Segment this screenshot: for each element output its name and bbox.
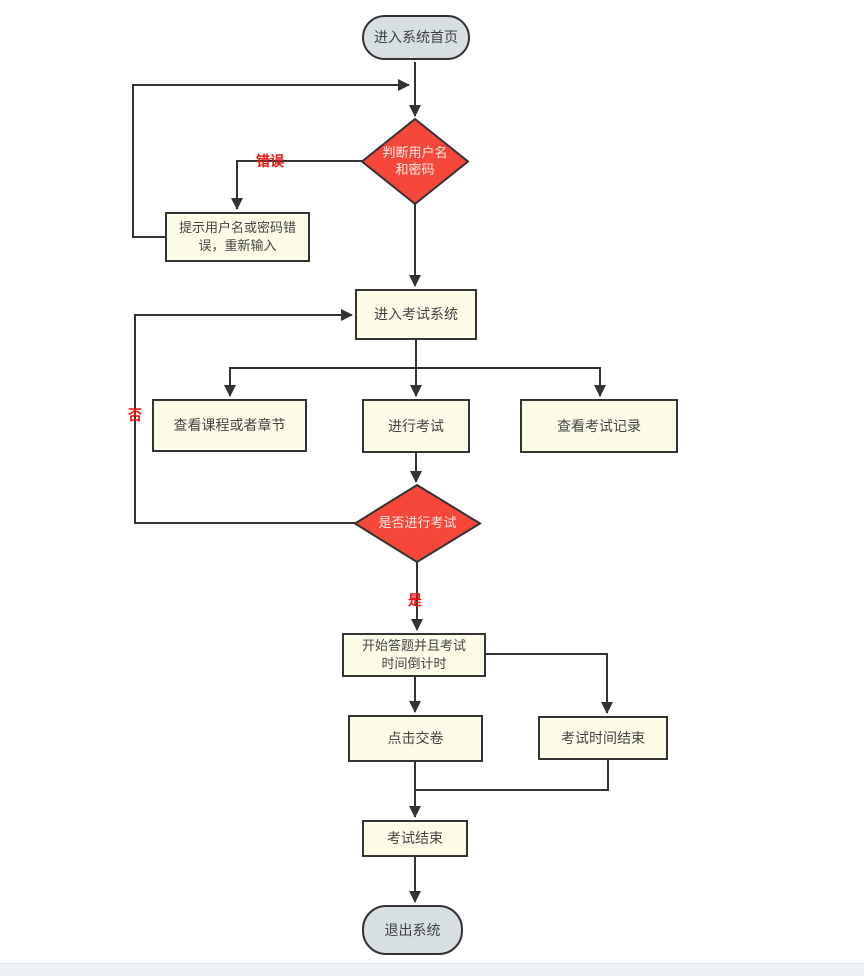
submit-paper-box: 点击交卷: [348, 715, 483, 762]
edge-answer-to-time-end: [486, 653, 613, 714]
exam-decision-diamond: [353, 483, 482, 564]
exit-node: 退出系统: [362, 905, 463, 955]
view-course-box: 查看课程或者章节: [152, 399, 307, 452]
take-exam-box: 进行考试: [362, 399, 470, 453]
login-decision-diamond: [360, 117, 470, 206]
edge-label-error: 错误: [256, 153, 284, 169]
start-answer-line2: 时间倒计时: [381, 656, 447, 671]
edge-label-no: 否: [128, 407, 142, 423]
hint-line1: 提示用户名或密码错: [178, 220, 296, 236]
edge-no-loop-to-exam-system: [134, 309, 355, 524]
exit-node-label: 退出系统: [384, 921, 441, 938]
edge-hint-retry-loop: [132, 79, 410, 238]
view-course-label: 查看课程或者章节: [173, 417, 286, 434]
edge-label-yes: 是: [408, 592, 422, 608]
time-end-box: 考试时间结束: [538, 716, 668, 760]
view-records-label: 查看考试记录: [557, 417, 641, 434]
hint-line2: 误，重新输入: [198, 238, 277, 253]
exam-end-label: 考试结束: [387, 830, 443, 847]
start-node: 进入系统首页: [362, 15, 470, 60]
hint-box: 提示用户名或密码错 误，重新输入: [165, 212, 310, 262]
enter-exam-system-box: 进入考试系统: [355, 289, 477, 340]
take-exam-label: 进行考试: [388, 417, 444, 434]
edge-login-error-to-hint: [231, 160, 362, 210]
edge-time-end-merge: [415, 760, 609, 791]
footer-band: [0, 963, 864, 976]
submit-paper-label: 点击交卷: [387, 730, 444, 747]
exam-end-box: 考试结束: [362, 820, 468, 857]
start-node-label: 进入系统首页: [374, 29, 458, 46]
time-end-label: 考试时间结束: [561, 729, 645, 746]
start-answer-line1: 开始答题并且考试: [361, 638, 466, 654]
view-records-box: 查看考试记录: [520, 399, 678, 453]
start-answer-box: 开始答题并且考试 时间倒计时: [342, 633, 486, 677]
enter-exam-system-label: 进入考试系统: [374, 306, 458, 323]
